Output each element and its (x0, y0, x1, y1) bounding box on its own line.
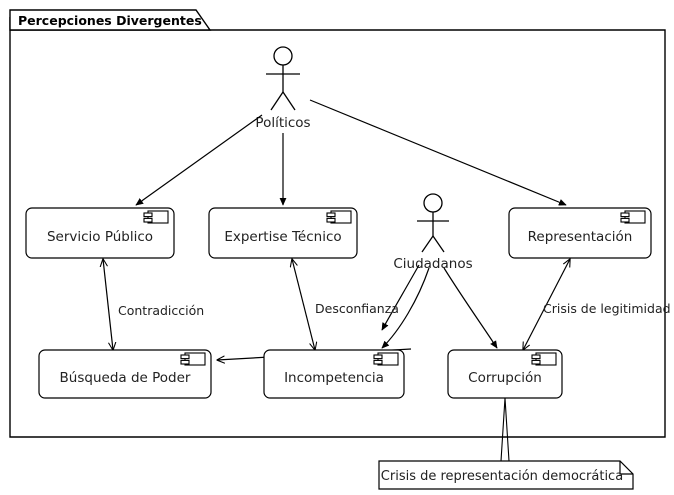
edge-label-desconfianza: Desconfianza (315, 301, 399, 316)
component-corrupcion-label: Corrupción (468, 370, 542, 386)
component-box-outline (208, 207, 358, 259)
component-incompetencia[interactable]: Incompetencia (263, 349, 405, 399)
uml-component-icon (143, 210, 169, 224)
actor-politicos[interactable]: Políticos (255, 46, 311, 131)
component-expertise-tecnico[interactable]: Expertise Técnico (208, 207, 358, 259)
edge-representacion-corrupcion: Crisis de legitimidad (523, 259, 671, 350)
actor-ciudadanos[interactable]: Ciudadanos (393, 193, 473, 272)
edge-politicos-representacion (309, 99, 566, 206)
note-crisis-representacion[interactable]: Crisis de representación democrática (378, 460, 634, 490)
actor-stick-figure-icon (417, 193, 449, 253)
edge-politicos-servicio-publico (136, 114, 263, 206)
uml-component-icon (373, 352, 399, 366)
component-box-outline (38, 349, 212, 399)
component-incompetencia-label: Incompetencia (284, 370, 384, 386)
uml-component-icon (531, 352, 557, 366)
edge-label-contradiccion: Contradicción (118, 303, 204, 318)
component-busqueda-de-poder[interactable]: Búsqueda de Poder (38, 349, 212, 399)
component-corrupcion[interactable]: Corrupción (447, 349, 563, 399)
frame-title-label: Percepciones Divergentes (18, 13, 202, 28)
uml-component-icon (326, 210, 352, 224)
edge-servicio-publico-busqueda-de-poder: Contradicción (103, 259, 204, 350)
uml-component-icon (620, 210, 646, 224)
uml-component-icon (180, 352, 206, 366)
note-body (378, 460, 634, 490)
edge-ciudadanos-busqueda-de-poder (381, 264, 420, 330)
edge-expertise-tecnico-incompetencia: Desconfianza (292, 259, 399, 350)
component-expertise-tecnico-label: Expertise Técnico (224, 229, 341, 245)
actor-stick-figure-icon (266, 46, 300, 111)
component-representacion-label: Representación (528, 229, 633, 245)
diagram-frame: Percepciones Divergentes (9, 9, 666, 438)
actor-politicos-label: Políticos (255, 115, 310, 131)
note-label: Crisis de representación democrática (381, 469, 623, 484)
edge-ciudadanos-corrupcion (443, 267, 498, 348)
component-representacion[interactable]: Representación (508, 207, 652, 259)
component-box-outline (25, 207, 175, 259)
component-box-outline (263, 349, 405, 399)
actor-ciudadanos-label: Ciudadanos (393, 256, 472, 272)
component-servicio-publico[interactable]: Servicio Público (25, 207, 175, 259)
edge-ciudadanos-incompetencia (382, 267, 430, 348)
note-fold-corner (619, 461, 633, 475)
component-servicio-publico-label: Servicio Público (47, 229, 153, 245)
edge-label-crisis-de-legitimidad: Crisis de legitimidad (543, 301, 671, 316)
frame-title-tab (9, 9, 212, 31)
component-busqueda-de-poder-label: Búsqueda de Poder (60, 370, 191, 386)
note-connector-line (500, 397, 510, 462)
component-box-outline (508, 207, 652, 259)
